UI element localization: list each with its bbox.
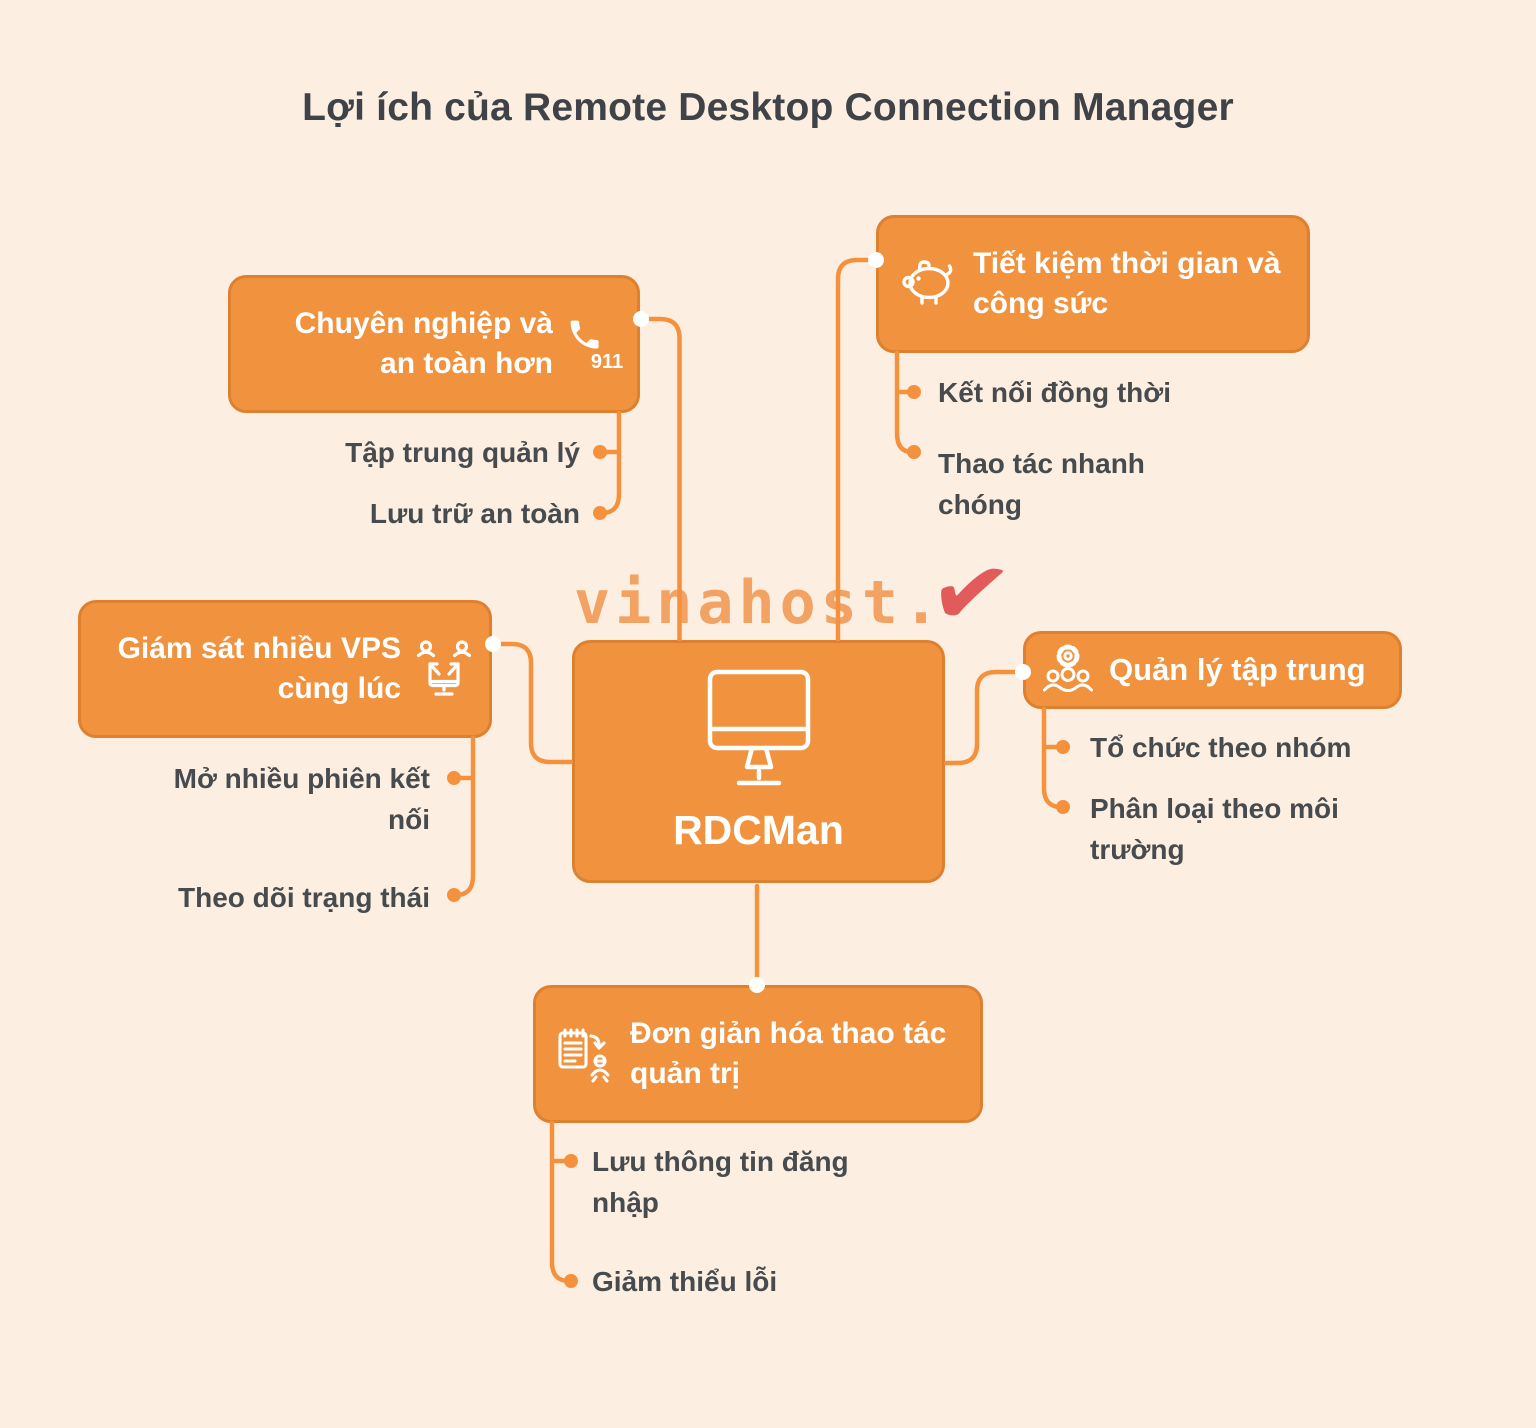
branch-label: Tiết kiệm thời gian và công sức (973, 247, 1281, 320)
branch-label: Quản lý tập trung (1109, 651, 1366, 687)
list-item: Lưu thông tin đăng nhập (592, 1146, 849, 1218)
branch-box-time-saving: Tiết kiệm thời gian và công sức (876, 215, 1310, 353)
watermark-check-icon: ✔ (923, 534, 1018, 653)
watermark-text: vinahost. (574, 567, 945, 638)
central-label: RDCMan (673, 807, 844, 853)
gear-team-icon (1043, 644, 1093, 692)
central-node-rdcman: RDCMan (572, 640, 945, 883)
list-item: Theo dõi trạng thái (178, 882, 430, 913)
branch-box-monitoring: Giám sát nhiều VPS cùng lúc (78, 600, 492, 738)
checklist-person-icon (558, 1028, 610, 1083)
branch-box-management: Quản lý tập trung (1023, 631, 1402, 709)
list-item: Giảm thiểu lỗi (592, 1266, 778, 1297)
list-item: Tổ chức theo nhóm (1090, 732, 1352, 763)
piggy-bank-icon (902, 260, 953, 305)
branch-box-professional: Chuyên nghiệp và an toàn hơn 911 (228, 275, 640, 413)
phone-911-icon: 911 (570, 320, 623, 373)
branch-label: Đơn giản hóa thao tác quản trị (630, 1017, 947, 1090)
list-item: Phân loại theo môi trường (1090, 793, 1339, 865)
list-item: Lưu trữ an toàn (369, 498, 580, 529)
branch-label: Chuyên nghiệp và an toàn hơn (294, 307, 553, 380)
multi-session-monitor-icon (416, 640, 472, 696)
list-item: Thao tác nhanh chóng (938, 448, 1145, 520)
list-item: Tập trung quản lý (345, 437, 580, 468)
list-item: Mở nhiều phiên kết nối (173, 763, 430, 835)
page-title: Lợi ích của Remote Desktop Connection Ma… (302, 86, 1234, 129)
badge-911: 911 (591, 351, 623, 373)
branch-label: Giám sát nhiều VPS cùng lúc (117, 632, 401, 705)
branch-box-simplify: Đơn giản hóa thao tác quản trị (533, 985, 983, 1123)
monitor-icon (707, 669, 810, 786)
vinahost-watermark: vinahost. ✔ (574, 535, 1018, 652)
list-item: Kết nối đồng thời (938, 377, 1171, 408)
